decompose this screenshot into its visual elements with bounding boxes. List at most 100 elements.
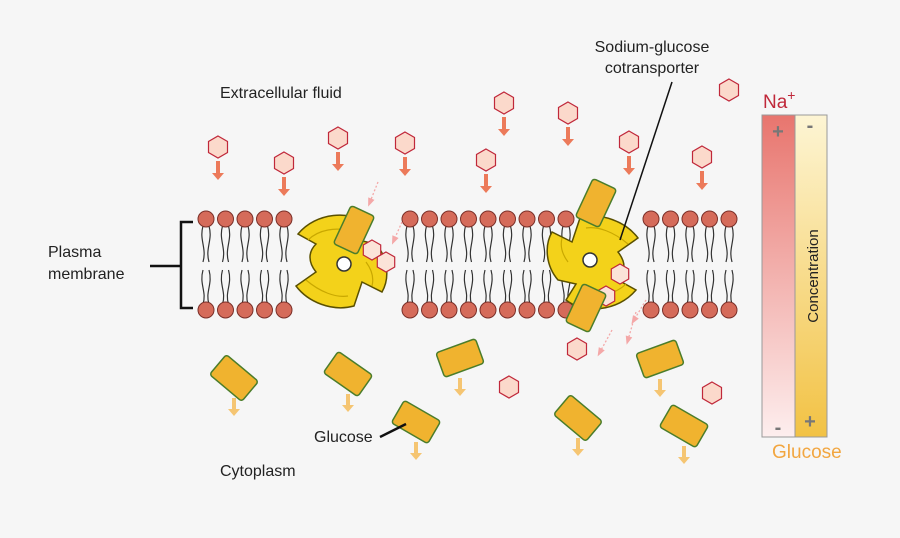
lipid-tail (646, 225, 650, 263)
glucose-arrow-head (228, 409, 240, 416)
lipid-head (217, 301, 234, 319)
glucose-molecule (323, 351, 373, 412)
glucose-rect (659, 404, 709, 448)
glucose-pointer-line (379, 422, 407, 439)
lipid-tail (502, 269, 507, 305)
molecules-layer (207, 78, 740, 464)
sodium-hexagon (475, 148, 497, 172)
lipid-tail (201, 225, 205, 263)
lipid-tail (483, 269, 487, 305)
sodium-arrow-head (399, 169, 411, 176)
glucose-molecule (554, 395, 602, 456)
glucose-arrow-head (572, 449, 584, 456)
lipid-head (518, 210, 536, 228)
lipid-tail (724, 225, 728, 263)
sodium-ion (618, 130, 640, 175)
lipid-head (440, 301, 458, 319)
sodium-arrow-head (696, 183, 708, 190)
lipid-tail (541, 225, 546, 263)
sodium-ion (273, 151, 295, 196)
phospholipid (720, 210, 738, 319)
lipid-head (275, 210, 293, 228)
membrane-bracket (150, 220, 193, 310)
lipid-tail (444, 225, 448, 263)
lipid-tail (450, 225, 454, 263)
lipid-tail (411, 269, 415, 305)
phospholipid (518, 210, 536, 319)
glucose-rect (565, 283, 607, 333)
glucose-molecule (575, 178, 617, 228)
lipid-head (642, 210, 660, 228)
lipid-head (236, 210, 254, 228)
lipid-head (401, 210, 419, 228)
phospholipid (499, 210, 516, 319)
lipid-tail (469, 225, 474, 263)
lipid-tail (405, 225, 409, 263)
sodium-hexagon (273, 151, 295, 175)
sodium-arrow-head (623, 168, 635, 175)
sodium-ion (362, 239, 382, 261)
sodium-ion (701, 381, 723, 405)
lipid-tail (207, 269, 211, 305)
glucose-rect (575, 178, 617, 228)
lipid-tail (704, 269, 709, 305)
glucose-arrow-head (454, 389, 466, 396)
sodium-hexagon (362, 239, 382, 261)
glucose-rect (323, 351, 373, 397)
lipid-tail (547, 269, 552, 305)
lipid-tail (246, 225, 250, 263)
lipid-tail (691, 225, 695, 263)
lipid-head (701, 210, 718, 228)
lipid-tail (483, 225, 487, 263)
glucose-high-sign: + (804, 411, 816, 433)
lipid-tail (220, 269, 225, 305)
sodium-hexagon (610, 263, 630, 285)
phospholipid (197, 210, 215, 319)
lipid-tail (430, 269, 435, 305)
glucose-rect (210, 355, 258, 401)
glucose-arrow-head (342, 405, 354, 412)
sodium-hexagon (701, 381, 723, 405)
lipid-tail (207, 225, 211, 263)
sodium-hexagon (691, 145, 713, 169)
glucose-gradient-bar (794, 114, 828, 438)
phospholipid (460, 210, 477, 319)
lipid-head (720, 210, 738, 228)
sodium-arrow-head (278, 189, 290, 196)
lipid-head (421, 301, 438, 319)
glucose-rect (635, 339, 685, 379)
glucose-molecule (333, 205, 375, 255)
lipid-head (538, 301, 555, 319)
transporter-label-line2: cotransporter (605, 60, 700, 77)
lipid-tail (508, 269, 513, 305)
phospholipid (440, 210, 458, 319)
lipid-tail (279, 269, 283, 305)
phospholipid (662, 210, 679, 319)
lipid-tail (522, 225, 526, 263)
lipid-tail (665, 269, 670, 305)
cytoplasm-label: Cytoplasm (220, 463, 296, 480)
sodium-hexagon (376, 251, 396, 273)
phospholipid (479, 210, 497, 319)
phospholipid (236, 210, 254, 319)
lipid-tail (671, 225, 676, 263)
lipid-head (421, 210, 438, 228)
lipid-tail (450, 269, 454, 305)
glucose-label: Glucose (314, 429, 373, 446)
lipid-tail (730, 269, 734, 305)
lipid-tail (652, 269, 656, 305)
lipid-tail (528, 225, 532, 263)
glucose-molecule (435, 338, 485, 396)
glucose-molecule (210, 355, 258, 416)
sodium-ion-label: Na+ (763, 87, 795, 113)
lipid-tail (489, 269, 493, 305)
lipid-head (538, 210, 555, 228)
transporter-label-line1: Sodium-glucose (595, 39, 710, 56)
lipid-tail (489, 225, 493, 263)
lipid-head (518, 301, 536, 319)
glucose-molecule (391, 400, 441, 460)
lipid-tail (665, 225, 670, 263)
sodium-ion (475, 148, 497, 193)
sodium-hexagon (718, 78, 740, 102)
